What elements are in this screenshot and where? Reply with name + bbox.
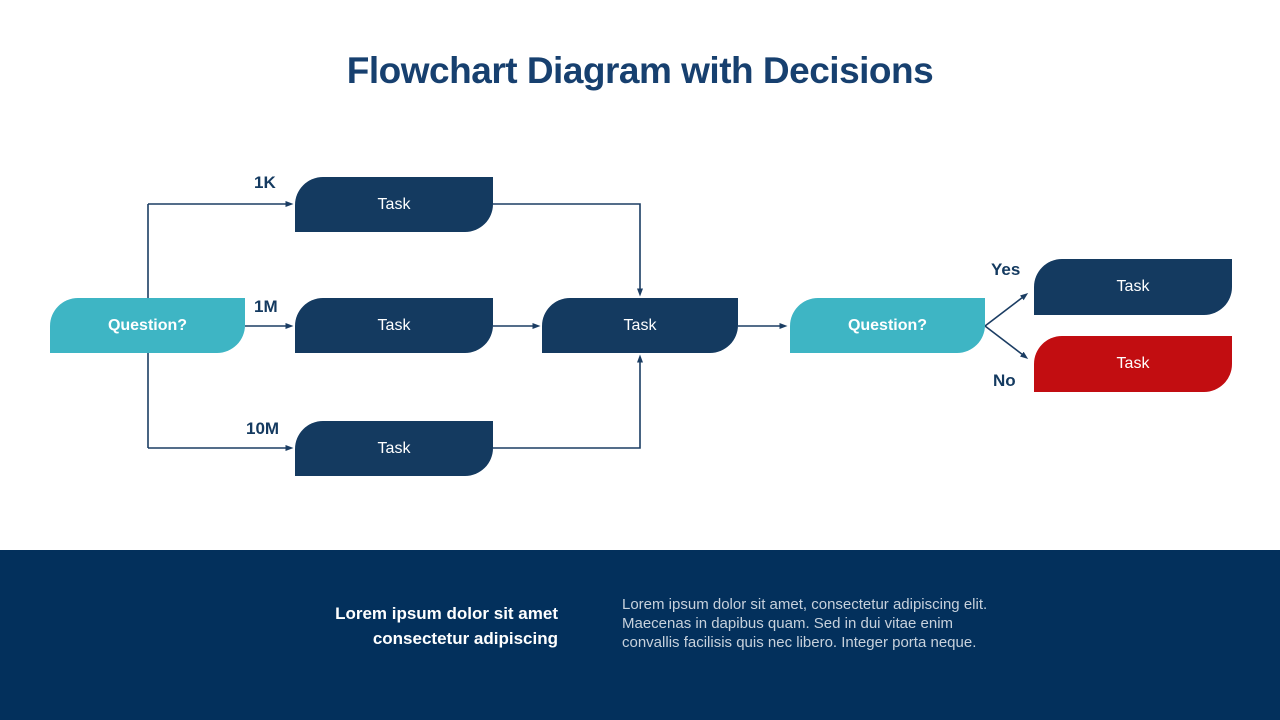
footer-body-line-1: Lorem ipsum dolor sit amet, consectetur … xyxy=(622,596,988,613)
decision-label-no: No xyxy=(993,371,1016,390)
branch-label-1k: 1K xyxy=(254,173,276,192)
footer-body: Lorem ipsum dolor sit amet, consectetur … xyxy=(622,595,987,652)
footer-heading-line-2: consectetur adipiscing xyxy=(372,629,558,648)
footer-body-line-3: convallis facilisis quis nec libero. Int… xyxy=(622,634,977,651)
decision-label-yes: Yes xyxy=(991,260,1021,279)
node-task-no: Task xyxy=(1034,336,1232,392)
node-task-1k: Task xyxy=(295,177,493,232)
branch-label-1m: 1M xyxy=(254,297,278,316)
footer-body-line-2: Maecenas in dapibus quam. Sed in dui vit… xyxy=(622,615,954,632)
footer-heading: Lorem ipsum dolor sit amet consectetur a… xyxy=(240,601,558,651)
slide-title: Flowchart Diagram with Decisions xyxy=(346,50,934,91)
node-task-10m: Task xyxy=(295,421,493,476)
node-task-merge: Task xyxy=(542,298,738,353)
node-question-decision: Question? xyxy=(790,298,985,353)
footer-heading-line-1: Lorem ipsum dolor sit amet xyxy=(335,604,558,623)
footer: Lorem ipsum dolor sit amet consectetur a… xyxy=(0,550,1280,720)
node-question-start: Question? xyxy=(50,298,245,353)
node-task-1m: Task xyxy=(295,298,493,353)
connector-q2-no xyxy=(984,325,1029,359)
node-task-yes: Task xyxy=(1034,259,1232,315)
connector-q2-yes xyxy=(984,293,1029,327)
branch-label-10m: 10M xyxy=(246,419,280,438)
connector-task10m-merge xyxy=(493,354,643,449)
connector-task1k-merge xyxy=(493,203,643,297)
